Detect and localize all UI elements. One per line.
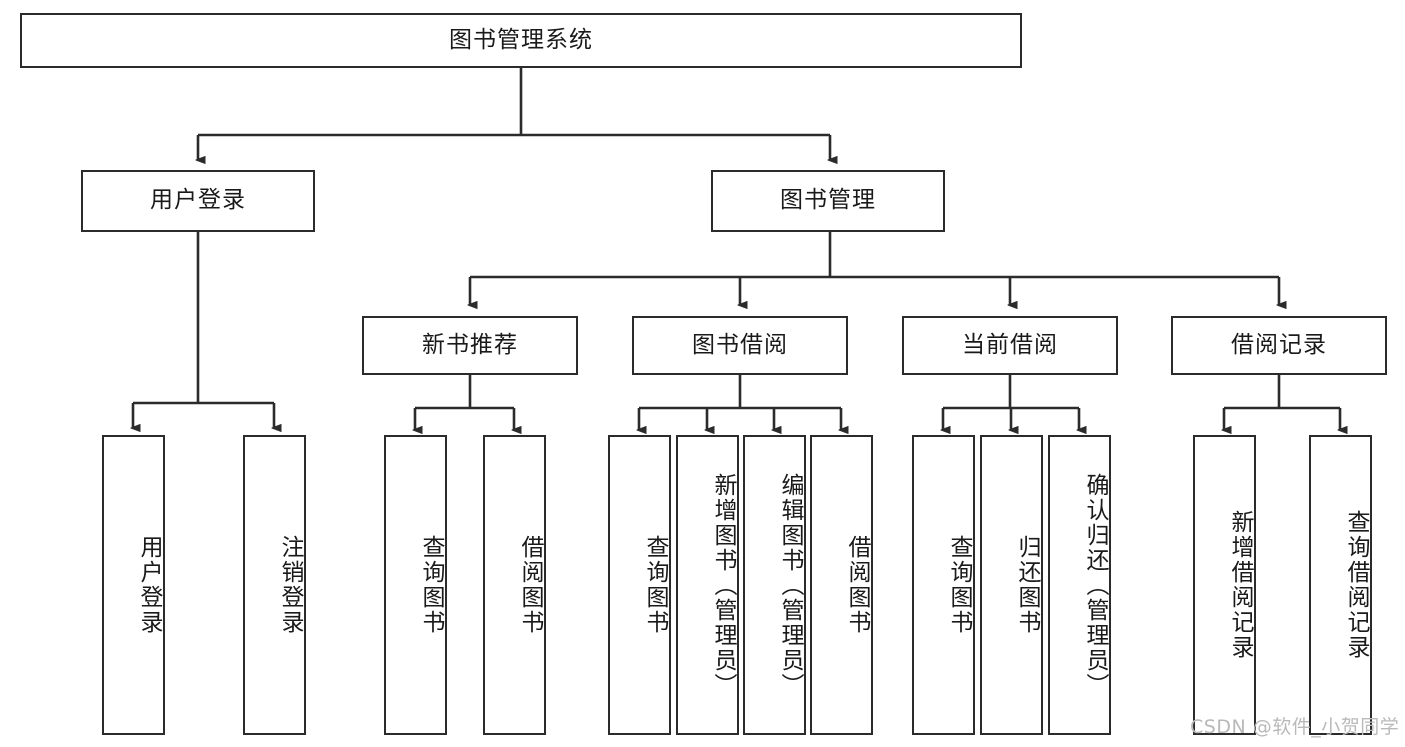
- node-leaf-edit-book[interactable]: 编辑图书（管理员）: [743, 435, 806, 735]
- node-leaf-query-book-3[interactable]: 查询图书: [912, 435, 975, 735]
- node-leaf-user-login[interactable]: 用户登录: [102, 435, 165, 735]
- node-leaf-return-book-label: 归还图书: [1014, 535, 1040, 635]
- node-leaf-logout-login-label: 注销登录: [277, 535, 303, 635]
- node-leaf-borrow-book-1[interactable]: 借阅图书: [483, 435, 546, 735]
- node-book-manage-label: 图书管理: [780, 187, 876, 214]
- node-leaf-add-record[interactable]: 新增借阅记录: [1193, 435, 1256, 735]
- node-leaf-add-record-label: 新增借阅记录: [1227, 510, 1253, 660]
- node-leaf-query-book-1[interactable]: 查询图书: [384, 435, 447, 735]
- node-leaf-confirm-return-label: 确认归还（管理员）: [1082, 472, 1108, 698]
- node-leaf-confirm-return[interactable]: 确认归还（管理员）: [1048, 435, 1111, 735]
- node-leaf-query-book-2-label: 查询图书: [642, 535, 668, 635]
- node-root-label: 图书管理系统: [449, 26, 593, 53]
- node-leaf-query-book-1-label: 查询图书: [418, 535, 444, 635]
- node-leaf-query-book-3-label: 查询图书: [946, 535, 972, 635]
- node-book-borrow[interactable]: 图书借阅: [632, 316, 848, 375]
- node-book-borrow-label: 图书借阅: [692, 331, 788, 358]
- node-leaf-add-book[interactable]: 新增图书（管理员）: [676, 435, 739, 735]
- node-new-book-recommend[interactable]: 新书推荐: [362, 316, 578, 375]
- node-leaf-add-book-label: 新增图书（管理员）: [710, 472, 736, 698]
- node-current-borrow-label: 当前借阅: [962, 331, 1058, 358]
- csdn-watermark: CSDN @软件_小贺同学: [1190, 716, 1400, 738]
- node-new-book-recommend-label: 新书推荐: [422, 331, 518, 358]
- node-borrow-record-label: 借阅记录: [1231, 331, 1327, 358]
- node-leaf-borrow-book-2-label: 借阅图书: [844, 535, 870, 635]
- node-leaf-borrow-book-1-label: 借阅图书: [517, 535, 543, 635]
- node-leaf-edit-book-label: 编辑图书（管理员）: [777, 472, 803, 698]
- node-leaf-borrow-book-2[interactable]: 借阅图书: [810, 435, 873, 735]
- node-root[interactable]: 图书管理系统: [20, 13, 1022, 68]
- node-current-borrow[interactable]: 当前借阅: [902, 316, 1118, 375]
- node-leaf-query-book-2[interactable]: 查询图书: [608, 435, 671, 735]
- node-user-login[interactable]: 用户登录: [81, 170, 315, 232]
- node-user-login-label: 用户登录: [150, 187, 246, 214]
- node-leaf-return-book[interactable]: 归还图书: [980, 435, 1043, 735]
- node-leaf-logout-login[interactable]: 注销登录: [243, 435, 306, 735]
- node-book-manage[interactable]: 图书管理: [711, 170, 945, 232]
- node-borrow-record[interactable]: 借阅记录: [1171, 316, 1387, 375]
- node-leaf-query-record-label: 查询借阅记录: [1343, 510, 1369, 660]
- node-leaf-query-record[interactable]: 查询借阅记录: [1309, 435, 1372, 735]
- node-leaf-user-login-label: 用户登录: [136, 535, 162, 635]
